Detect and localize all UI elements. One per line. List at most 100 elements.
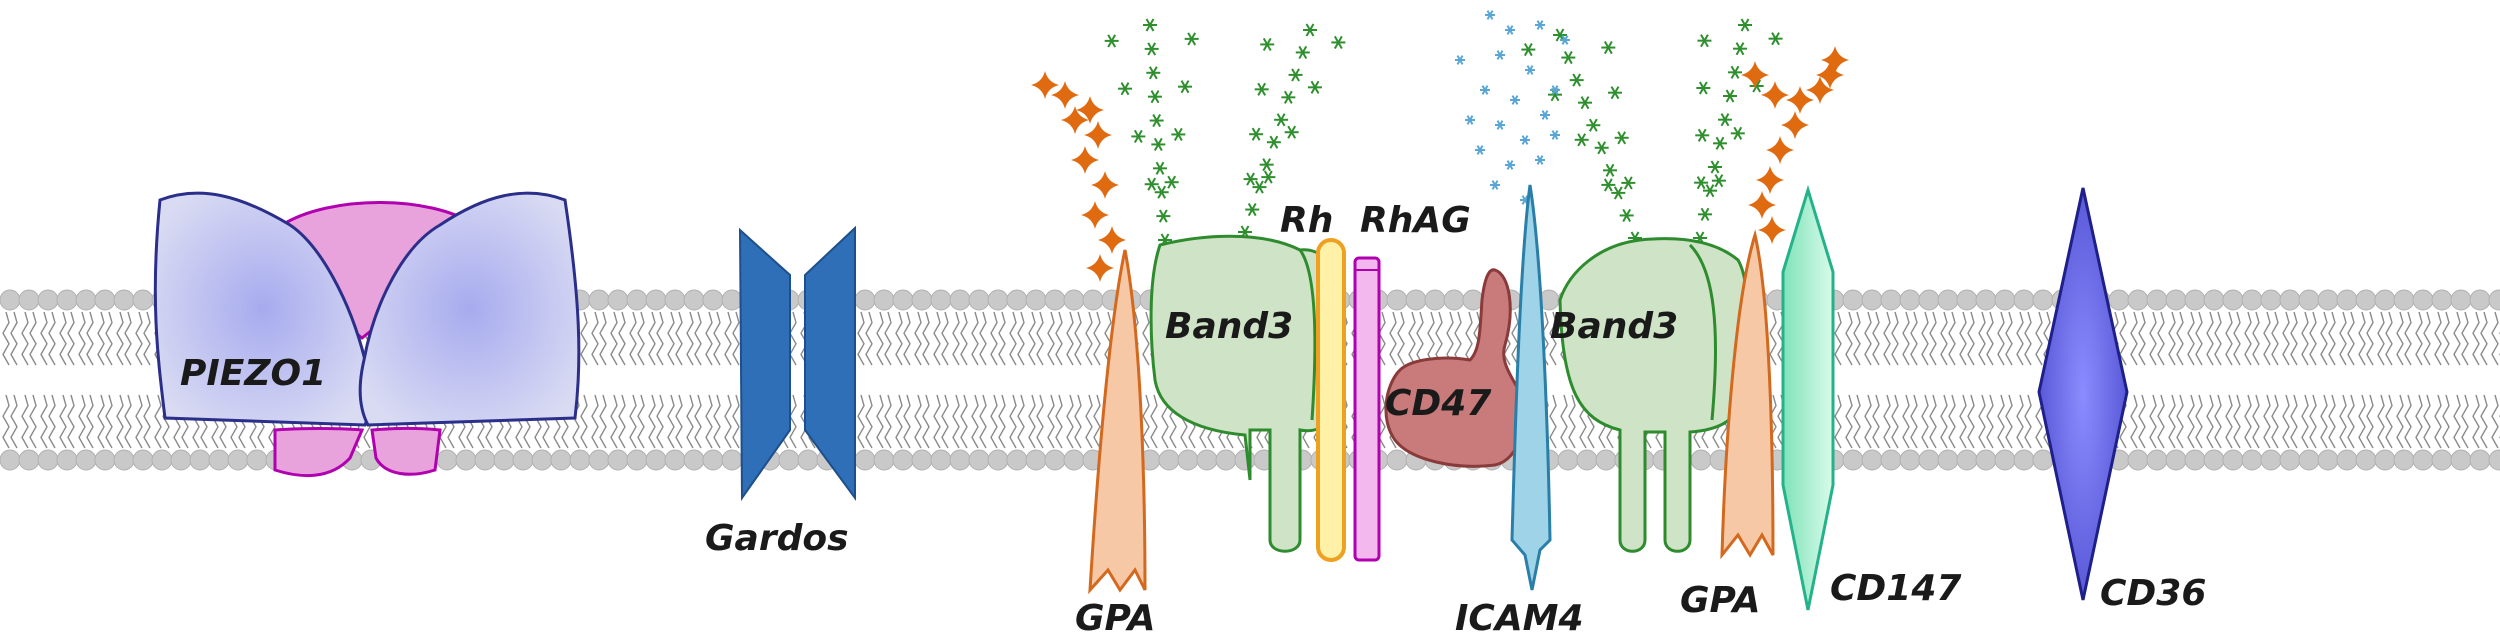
lipid-head	[569, 449, 591, 471]
lipid-tail	[154, 394, 162, 449]
lipid-tail	[2472, 311, 2480, 366]
lipid-tail	[59, 394, 67, 449]
lipid-head	[1025, 449, 1047, 471]
lipid-tail	[914, 311, 922, 366]
lipid-head	[2241, 289, 2263, 311]
glycan-tree-icon	[1149, 113, 1164, 128]
glycan-tree-icon	[1521, 42, 1536, 57]
blue-glycan-icon	[1480, 85, 1490, 95]
lipid-head	[132, 289, 154, 311]
lipid-tail	[2347, 394, 2355, 449]
lipid-tail	[960, 311, 968, 366]
lipid-head	[2165, 449, 2187, 471]
lipid-head	[2298, 289, 2320, 311]
lipid-tail	[2149, 394, 2157, 449]
piezo1-left-foot	[273, 427, 365, 478]
lipid-tail	[1066, 311, 1074, 366]
lipid-tail	[1967, 311, 1975, 366]
lipid-tail	[629, 311, 637, 366]
band3-right-subunit	[1688, 243, 1718, 421]
lipid-tail	[2214, 394, 2222, 449]
glycan-tree-icon	[1694, 176, 1709, 190]
lipid-tail	[789, 394, 797, 449]
glycan-tree-icon	[1281, 90, 1296, 104]
lipid-tail	[29, 394, 37, 449]
lipid-head	[37, 289, 59, 311]
glycan-tree-icon	[1295, 45, 1310, 60]
lipid-head	[1006, 449, 1028, 471]
glycan-tree-icon	[1144, 42, 1159, 56]
lipid-tail	[2396, 311, 2404, 366]
lipid-head	[1234, 449, 1256, 471]
lipid-head	[721, 289, 743, 311]
blue-glycan-icon	[1520, 135, 1530, 145]
lipid-head	[626, 289, 648, 311]
lipid-tail	[895, 311, 903, 366]
lipid-tail	[1997, 311, 2005, 366]
glycan-tree-icon	[1153, 161, 1167, 175]
lipid-tail	[990, 311, 998, 366]
lipid-head	[1937, 289, 1959, 311]
lipid-tail	[105, 311, 113, 366]
lipid-tail	[884, 311, 892, 366]
lipid-tail	[1845, 311, 1853, 366]
lipid-tail	[124, 394, 132, 449]
lipid-tail	[1834, 394, 1842, 449]
lipid-tail	[2, 311, 10, 366]
glycan-tree-icon	[1619, 208, 1634, 223]
lipid-head	[2355, 449, 2377, 471]
lipid-head	[75, 289, 97, 311]
sialic-acid-star-icon	[1741, 61, 1769, 89]
lipid-tail	[2301, 311, 2309, 366]
piezo1-channel: PIEZO1	[153, 191, 581, 478]
glycan-tree-icon	[1184, 32, 1199, 46]
lipid-tail	[1560, 394, 1568, 449]
lipid-head	[2222, 449, 2244, 471]
lipid-head	[2393, 449, 2415, 471]
lipid-head	[930, 449, 952, 471]
glycan-tree-icon	[1738, 18, 1752, 32]
lipid-tail	[2282, 311, 2290, 366]
lipid-tail	[1085, 311, 1093, 366]
sialic-acid-star-icon	[1051, 81, 1079, 109]
lipid-head	[94, 449, 116, 471]
lipid-tail	[2290, 394, 2298, 449]
lipid-head	[550, 449, 572, 471]
lipid-tail	[1568, 394, 1576, 449]
lipid-head	[664, 289, 686, 311]
lipid-head	[1937, 449, 1959, 471]
gpa-right: GPA	[1680, 229, 1775, 621]
blue-glycan-icon	[1505, 25, 1515, 35]
lipid-head	[1082, 289, 1104, 311]
lipid-head	[873, 449, 895, 471]
lipid-tail	[591, 311, 599, 366]
lipid-head	[1158, 449, 1180, 471]
lipid-tail	[2187, 311, 2195, 366]
lipid-tail	[865, 394, 873, 449]
lipid-tail	[1408, 311, 1416, 366]
lipid-tail	[732, 311, 740, 366]
lipid-tail	[2157, 394, 2165, 449]
lipid-tail	[667, 394, 675, 449]
lipid-tail	[1986, 311, 1994, 366]
lipid-head	[1177, 449, 1199, 471]
lipid-tail	[705, 394, 713, 449]
lipid-tail	[933, 311, 941, 366]
lipid-tail	[941, 311, 949, 366]
lipid-tail	[998, 394, 1006, 449]
glycan-tree-icon	[1178, 80, 1192, 94]
cd147-protein: CD147	[1781, 184, 1961, 611]
glycan-tree-icon	[1284, 125, 1299, 139]
lipid-head	[2013, 449, 2035, 471]
lipid-head	[1063, 449, 1085, 471]
lipid-head	[2146, 289, 2168, 311]
lipid-head	[2279, 289, 2301, 311]
sialic-acid-star-icon	[1766, 136, 1794, 164]
lipid-tail	[2225, 311, 2233, 366]
lipid-tail	[2309, 394, 2317, 449]
sialic-acid-star-icon	[1781, 111, 1809, 139]
lipid-tail	[1389, 311, 1397, 366]
lipid-tail	[2290, 311, 2298, 366]
lipid-tail	[2328, 394, 2336, 449]
lipid-head	[702, 449, 724, 471]
